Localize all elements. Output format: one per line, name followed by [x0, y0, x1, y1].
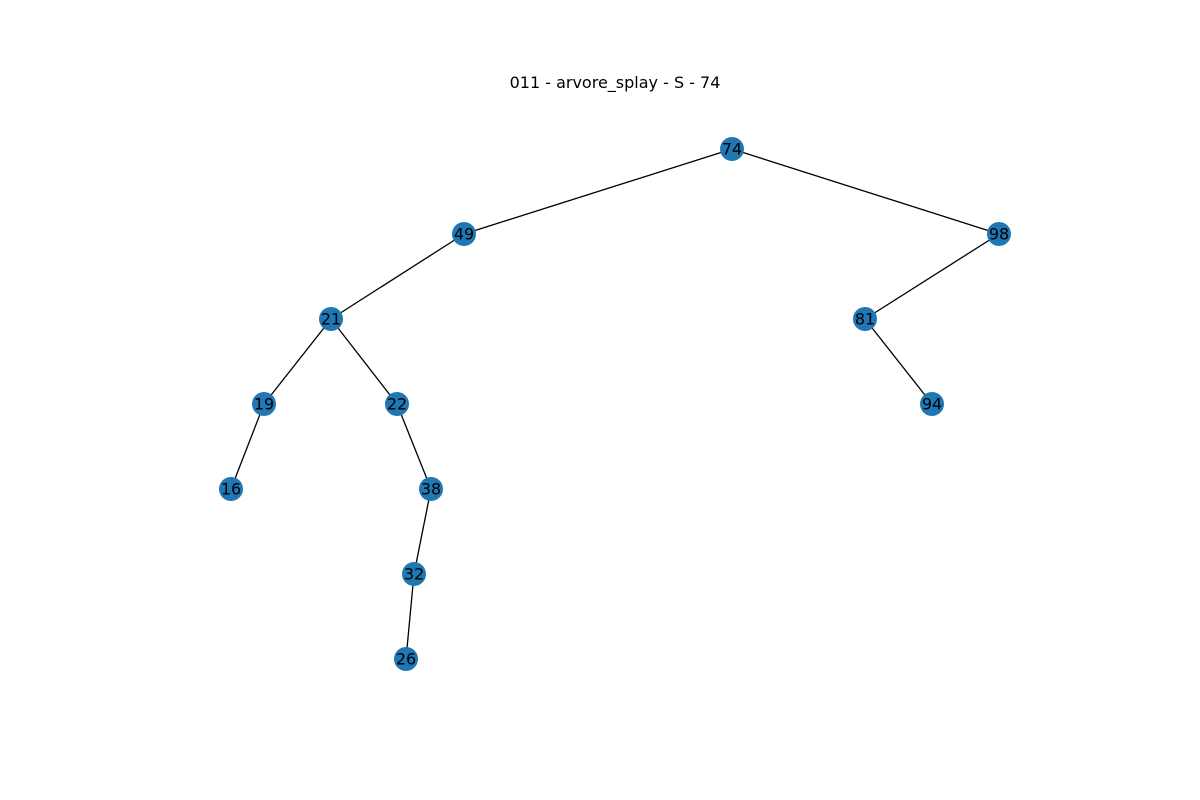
node-label: 16	[221, 480, 241, 499]
node-label: 94	[922, 395, 942, 414]
node-circle	[720, 137, 744, 161]
edge-21-19	[263, 318, 332, 405]
edge-74-98	[731, 148, 1000, 235]
node-circle	[419, 477, 443, 501]
tree-node-32: 32	[402, 562, 426, 586]
nodes-layer: 74 49 98 21 81 19 22 94 16 38 32 26	[219, 137, 1011, 671]
node-label: 81	[855, 310, 875, 329]
figure-title: 011 - arvore_splay - S - 74	[510, 73, 721, 93]
node-label: 26	[396, 650, 416, 669]
tree-node-19: 19	[252, 392, 276, 416]
tree-node-38: 38	[419, 477, 443, 501]
edge-81-94	[864, 318, 933, 405]
node-label: 74	[722, 140, 742, 159]
node-label: 38	[421, 480, 441, 499]
node-circle	[319, 307, 343, 331]
node-circle	[920, 392, 944, 416]
node-label: 22	[387, 395, 407, 414]
edge-22-38	[396, 403, 432, 490]
node-circle	[252, 392, 276, 416]
node-label: 19	[254, 395, 274, 414]
tree-node-16: 16	[219, 477, 243, 501]
node-label: 49	[454, 225, 474, 244]
tree-node-26: 26	[394, 647, 418, 671]
node-circle	[402, 562, 426, 586]
node-circle	[452, 222, 476, 246]
edge-49-21	[330, 233, 465, 320]
node-circle	[394, 647, 418, 671]
tree-node-22: 22	[385, 392, 409, 416]
node-circle	[385, 392, 409, 416]
edge-21-22	[330, 318, 398, 405]
tree-node-21: 21	[319, 307, 343, 331]
tree-node-98: 98	[987, 222, 1011, 246]
node-circle	[219, 477, 243, 501]
node-label: 32	[404, 565, 424, 584]
node-circle	[987, 222, 1011, 246]
edge-38-32	[413, 488, 432, 575]
edge-74-49	[463, 148, 733, 235]
tree-node-94: 94	[920, 392, 944, 416]
edge-98-81	[864, 233, 1000, 320]
tree-node-49: 49	[452, 222, 476, 246]
tree-node-74: 74	[720, 137, 744, 161]
node-label: 98	[989, 225, 1009, 244]
edges-layer	[230, 148, 1000, 660]
node-label: 21	[321, 310, 341, 329]
tree-node-81: 81	[853, 307, 877, 331]
edge-19-16	[230, 403, 265, 490]
edge-32-26	[405, 573, 415, 660]
node-circle	[853, 307, 877, 331]
